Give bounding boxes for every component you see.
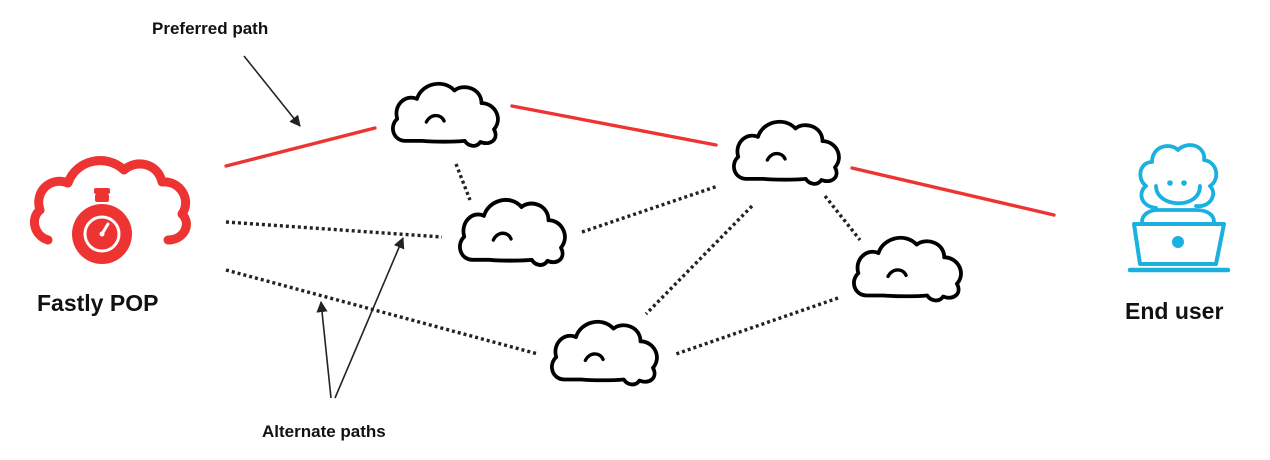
alternate-path-segment: [454, 163, 472, 201]
cloud-icon: [732, 119, 841, 186]
alternate-path-segment: [225, 220, 443, 239]
alternate-path-segment: [644, 204, 754, 316]
cloud-icon: [391, 81, 500, 148]
fastly-pop-icon: [29, 156, 191, 264]
origin-label: Fastly POP: [37, 290, 159, 316]
annotation-arrows: [243, 55, 405, 399]
preferred-path-segment: [510, 104, 718, 147]
cloud-icon: [457, 197, 567, 267]
alternate-paths-label: Alternate paths: [262, 422, 386, 441]
alternate-path-segment: [581, 184, 719, 234]
alternate-path-segment: [675, 296, 839, 356]
preferred-path-arrow: [243, 55, 301, 127]
alternate-path-segment: [823, 194, 862, 242]
alternate-path-segment: [225, 268, 539, 356]
cloud-icon: [852, 235, 963, 303]
destination-label: End user: [1125, 298, 1224, 324]
alternate-path-arrow: [334, 236, 405, 399]
preferred-path-label: Preferred path: [152, 19, 269, 38]
preferred-path: [224, 104, 1056, 217]
preferred-path-segment: [224, 126, 377, 168]
cloud-icon: [550, 319, 659, 387]
preferred-path-segment: [850, 166, 1056, 217]
end-user-icon: [1127, 143, 1231, 273]
alternate-path-arrow: [316, 300, 332, 399]
alternate-paths: [225, 163, 862, 356]
